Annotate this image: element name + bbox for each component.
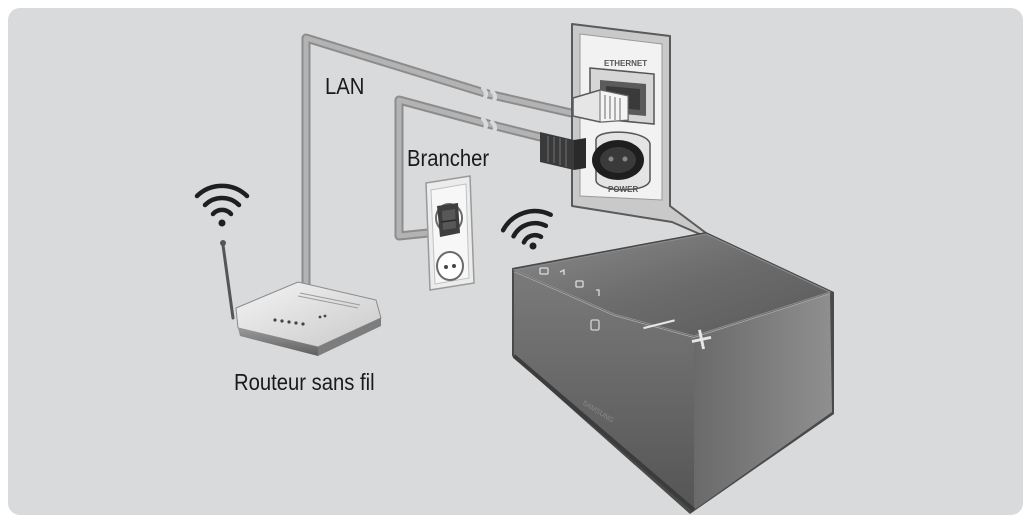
- wifi-icon: [500, 208, 553, 245]
- lan-label: LAN: [325, 73, 365, 99]
- power-label: POWER: [608, 185, 638, 194]
- ethernet-label: ETHERNET: [604, 59, 647, 68]
- wifi-icon: [194, 183, 250, 217]
- wall-outlet: [425, 175, 475, 291]
- router-label: Routeur sans fil: [234, 369, 375, 395]
- plug-label: Brancher: [407, 145, 490, 171]
- wireless-router: [220, 240, 382, 356]
- rear-panel-callout: ETHERNET POWER: [540, 23, 719, 243]
- lan-cable: [301, 33, 585, 297]
- speaker-top: [514, 234, 830, 336]
- speaker: — + SAMSUNG: [512, 232, 834, 514]
- wifi-icon-dot: [218, 219, 226, 227]
- power-cable: [394, 95, 545, 241]
- nfc-icon: [590, 319, 600, 331]
- background-panel: [8, 8, 1023, 515]
- wifi-icon-dot: [529, 242, 537, 250]
